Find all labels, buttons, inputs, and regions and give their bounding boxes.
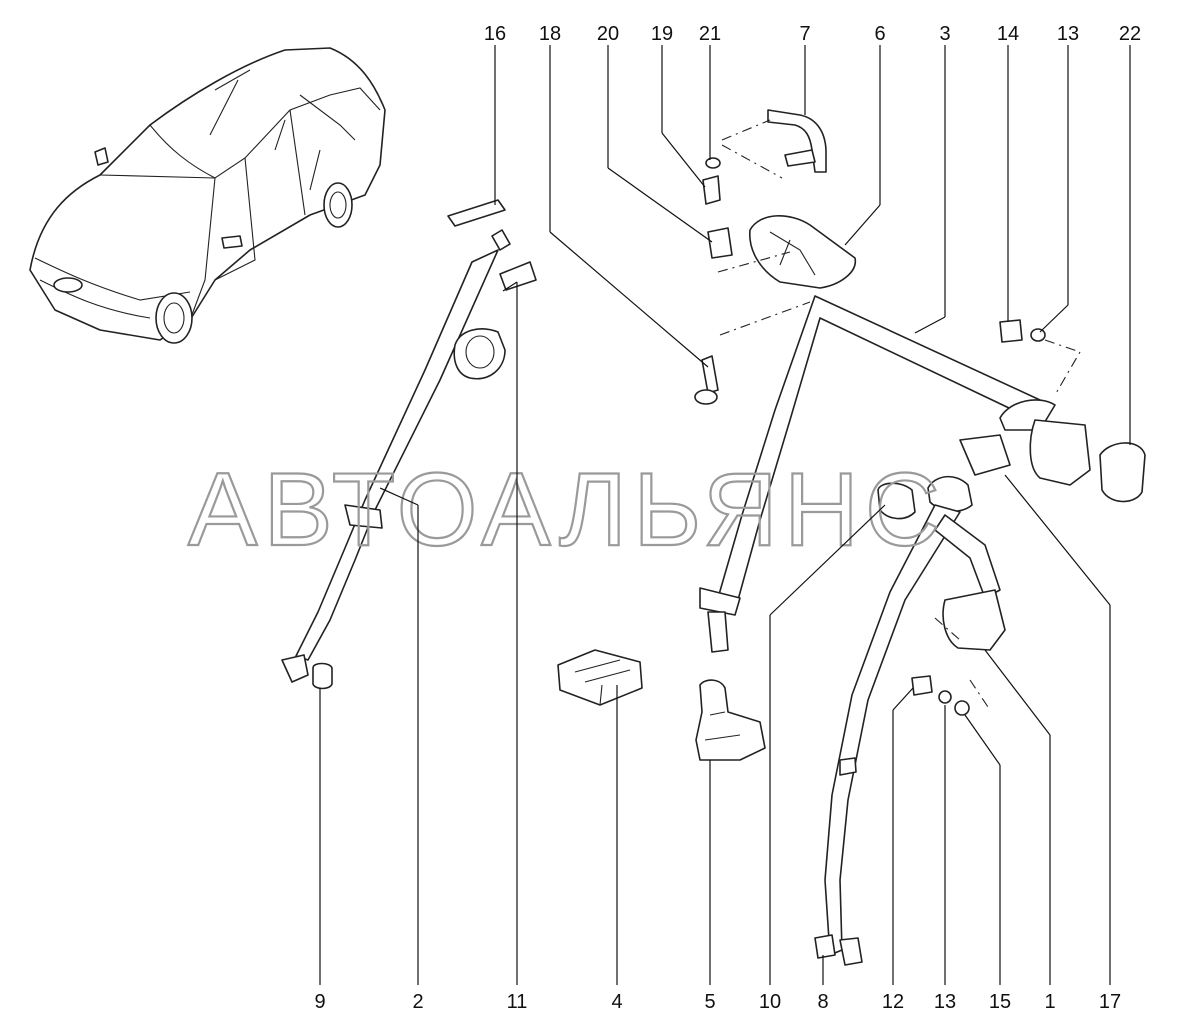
belt-anchor-plate <box>447 199 506 227</box>
nut-20 <box>707 227 733 259</box>
washer-21 <box>705 157 721 169</box>
belt-webbing-left <box>295 249 499 661</box>
lower-anchor-left <box>281 654 309 683</box>
callout-16: 16 <box>484 23 506 45</box>
height-adjuster-bolt <box>491 229 511 251</box>
callout-18: 18 <box>539 23 561 45</box>
tongue-5-top <box>699 587 741 616</box>
callout-7: 7 <box>799 23 810 45</box>
callout-5: 5 <box>704 991 715 1013</box>
washer-13-top <box>1030 328 1046 342</box>
retractor-center <box>1029 419 1091 486</box>
bracket-7 <box>767 109 827 173</box>
rear-left-belt-assembly <box>281 199 537 690</box>
bolt-18 <box>701 355 719 394</box>
callout-13-top: 13 <box>1057 23 1079 45</box>
buckle-group <box>557 649 766 761</box>
callout-14: 14 <box>997 23 1019 45</box>
cover-6 <box>749 215 856 289</box>
washer-13 <box>938 690 952 704</box>
callout-21: 21 <box>699 23 721 45</box>
callout-22: 22 <box>1119 23 1141 45</box>
callout-8: 8 <box>817 991 828 1013</box>
grommet <box>312 662 333 690</box>
retractor-left <box>453 328 506 380</box>
callout-1: 1 <box>1044 991 1055 1013</box>
callout-4: 4 <box>611 991 622 1013</box>
spacer-19 <box>702 175 721 205</box>
buckle-5 <box>695 679 766 761</box>
trim-cap <box>499 261 537 291</box>
callout-6: 6 <box>874 23 885 45</box>
watermark: АВТОАЛЬЯНС <box>188 452 946 568</box>
callout-12: 12 <box>882 991 904 1013</box>
callout-13-bottom: 13 <box>934 991 956 1013</box>
callout-15: 15 <box>989 991 1011 1013</box>
callout-11: 11 <box>507 991 528 1013</box>
callout-10: 10 <box>759 991 781 1013</box>
callouts-top: 16 18 20 19 21 7 6 3 14 13 22 <box>484 23 1141 45</box>
trim-17 <box>959 434 1011 476</box>
upper-bracket-group <box>694 109 856 405</box>
callout-17: 17 <box>1099 991 1121 1013</box>
cover-22 <box>1099 442 1146 503</box>
callout-2: 2 <box>412 991 423 1013</box>
callouts-bottom: 9 2 11 4 5 10 8 12 13 15 1 17 <box>314 991 1121 1013</box>
bolt-12 <box>911 675 933 696</box>
callout-3: 3 <box>939 23 950 45</box>
callout-9: 9 <box>314 991 325 1013</box>
leader-lines <box>319 45 1131 985</box>
buckle-10 <box>877 482 916 520</box>
belt-guide-loop <box>344 504 383 529</box>
callout-19: 19 <box>651 23 673 45</box>
center-belt-assembly <box>699 295 1146 653</box>
callout-20: 20 <box>597 23 619 45</box>
retractor-right <box>942 589 1006 651</box>
bolt-14 <box>999 319 1023 343</box>
car-overview-illustration <box>29 47 386 344</box>
bolt-8 <box>814 934 836 959</box>
washer-15 <box>954 700 970 716</box>
rear-right-belt-assembly <box>814 434 1011 966</box>
